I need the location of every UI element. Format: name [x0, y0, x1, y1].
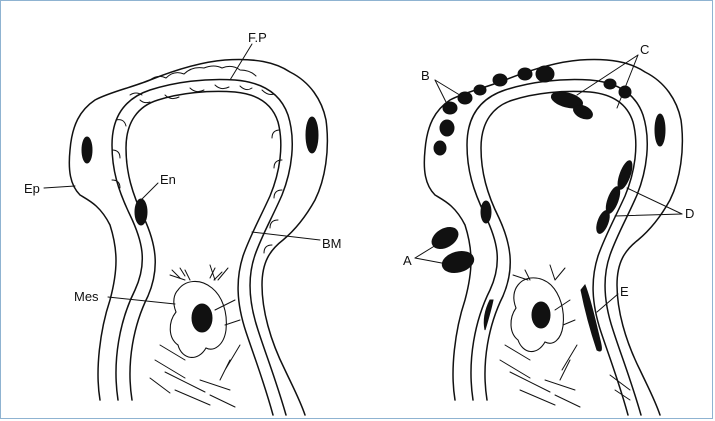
leader-en: [141, 183, 158, 200]
label-b: B: [421, 68, 430, 83]
label-fp: F.P: [248, 30, 267, 45]
leader-ep: [44, 186, 75, 188]
label-a: A: [403, 253, 412, 268]
leader-d-2: [615, 214, 682, 216]
cell-e: [581, 285, 601, 351]
right-cross-section-diagram: B C D A E: [355, 0, 713, 419]
basement-membrane-inner-right: [481, 91, 636, 415]
dark-nucleus-right-side: [655, 114, 665, 146]
endothelial-nucleus: [135, 199, 147, 225]
basement-membrane-outer-right: [467, 79, 647, 415]
leader-mes: [108, 297, 175, 304]
leader-a-2: [415, 258, 447, 264]
basement-membrane-inner: [126, 91, 281, 415]
left-cross-section-diagram: F.P Ep En BM Mes: [0, 0, 355, 419]
leader-fp: [230, 44, 252, 80]
endothelial-nucleus-right: [481, 201, 491, 223]
cell-cluster-c: [550, 79, 631, 122]
label-en: En: [160, 172, 176, 187]
mesenchymal-nucleus: [192, 304, 212, 332]
label-bm: BM: [322, 236, 342, 251]
dark-nucleus-right: [306, 117, 318, 153]
label-e: E: [620, 284, 629, 299]
epidermis-outline: [69, 60, 327, 416]
cell-cluster-d: [594, 159, 635, 235]
label-ep: Ep: [24, 181, 40, 196]
mesenchymal-nucleus-right: [532, 302, 550, 328]
dark-nucleus-left: [82, 137, 92, 163]
cell-cluster-a: [428, 223, 476, 276]
epidermis-outline-right: [424, 60, 682, 416]
leader-a-1: [415, 242, 441, 258]
label-c: C: [640, 42, 649, 57]
label-d: D: [685, 206, 694, 221]
label-mes: Mes: [74, 289, 99, 304]
